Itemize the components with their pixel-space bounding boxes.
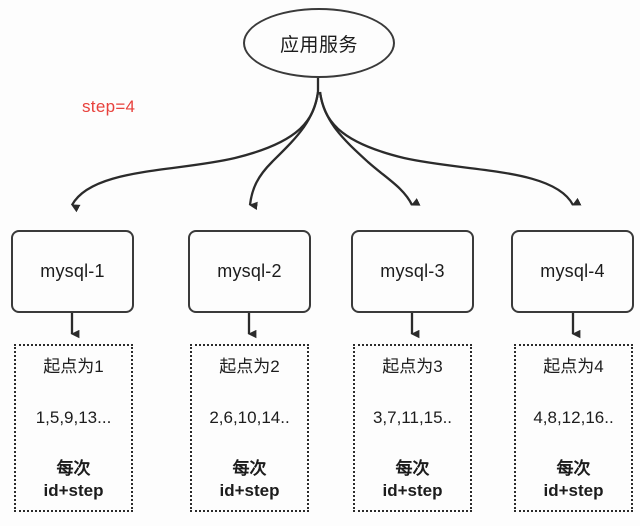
detail-1-sequence: 1,5,9,13... <box>35 408 112 428</box>
connector-to-mysql-2 <box>248 91 320 211</box>
detail-box-mysql-3: 起点为3 3,7,11,15.. 每次 id+step <box>353 344 472 512</box>
root-node-application-service[interactable]: 应用服务 <box>243 8 395 78</box>
detail-box-mysql-4: 起点为4 4,8,12,16.. 每次 id+step <box>514 344 633 512</box>
node-mysql-2[interactable]: mysql-2 <box>188 230 311 313</box>
detail-box-mysql-2: 起点为2 2,6,10,14.. 每次 id+step <box>190 344 309 512</box>
detail-1-note-1: 每次 <box>56 459 91 479</box>
detail-3-note-1: 每次 <box>395 459 430 479</box>
node-mysql-4[interactable]: mysql-4 <box>511 230 634 313</box>
detail-3-sequence: 3,7,11,15.. <box>372 408 453 428</box>
node-mysql-3-label: mysql-3 <box>380 261 445 281</box>
detail-4-note-2: id+step <box>543 481 604 501</box>
node-mysql-1[interactable]: mysql-1 <box>11 230 134 313</box>
detail-2-note-2: id+step <box>219 481 280 501</box>
detail-1-note-2: id+step <box>43 481 104 501</box>
detail-3-note-2: id+step <box>382 481 443 501</box>
connector-to-mysql-3 <box>318 91 421 206</box>
connector-to-mysql-4 <box>318 91 582 206</box>
detail-1-start: 起点为1 <box>43 357 104 376</box>
detail-4-note-1: 每次 <box>556 459 591 479</box>
root-node-label: 应用服务 <box>279 34 358 56</box>
node-mysql-2-label: mysql-2 <box>217 261 282 281</box>
detail-2-start: 起点为2 <box>219 357 280 376</box>
node-mysql-1-label: mysql-1 <box>40 261 105 281</box>
detail-3-start: 起点为3 <box>382 357 443 376</box>
step-annotation: step=4 <box>82 97 136 116</box>
detail-box-mysql-1: 起点为1 1,5,9,13... 每次 id+step <box>14 344 133 512</box>
node-mysql-3[interactable]: mysql-3 <box>351 230 474 313</box>
detail-2-note-1: 每次 <box>232 459 267 479</box>
detail-4-sequence: 4,8,12,16.. <box>533 408 614 428</box>
detail-2-sequence: 2,6,10,14.. <box>209 408 290 428</box>
detail-4-start: 起点为4 <box>543 357 604 376</box>
node-mysql-4-label: mysql-4 <box>540 261 605 281</box>
